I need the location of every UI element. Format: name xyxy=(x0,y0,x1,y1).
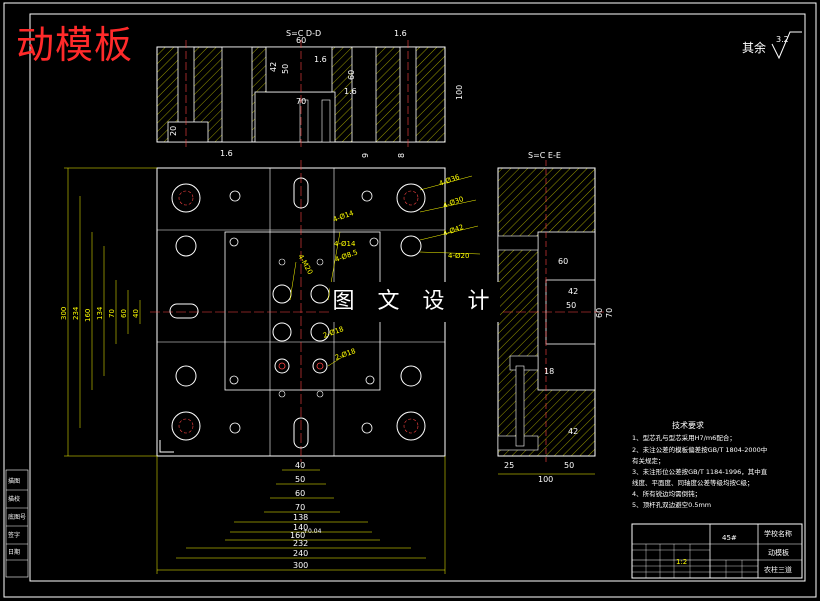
dim-label: 42 xyxy=(269,62,278,72)
tech-note-line: 3、未注形位公差按GB/T 1184-1996，其中直 xyxy=(632,467,768,476)
section-label-dd: S=C D-D xyxy=(286,29,321,38)
dim-label: 140 xyxy=(293,523,308,532)
callout-label: 4-Ø36 xyxy=(438,173,461,188)
roughness-mark: 1.6 xyxy=(220,149,233,158)
dim-label: 18 xyxy=(544,367,554,376)
dim-label: 9 xyxy=(361,153,370,158)
tech-notes-title: 技术要求 xyxy=(672,420,704,430)
roughness-symbol xyxy=(771,31,802,60)
roughness-value: 3.2 xyxy=(776,35,789,44)
dim-label: 70 xyxy=(108,309,116,318)
strip-label: 底图号 xyxy=(8,513,26,521)
material-text: 45# xyxy=(722,534,737,542)
dim-label: 160 xyxy=(84,309,92,322)
tech-note-line: 线度、平面度、同轴度公差等级均按C级； xyxy=(632,478,754,487)
strip-label: 描校 xyxy=(8,495,20,503)
tech-note-line: 5、顶杆孔双边避空0.5mm xyxy=(632,500,711,509)
part-name: 动模板 xyxy=(768,548,789,557)
dim-label: 232 xyxy=(293,539,308,548)
dim-tolerance: +0.04 xyxy=(303,528,322,535)
dim-label: 138 xyxy=(293,513,308,522)
tech-note-line: 有关规定； xyxy=(632,456,665,465)
school-name: 学校名称 xyxy=(764,529,792,538)
callout-label: 2-Ø18 xyxy=(322,325,345,340)
dim-label: 50 xyxy=(295,475,305,484)
bottom-dimensions xyxy=(156,456,446,574)
callout-label: 2-Ø18 xyxy=(334,347,357,362)
dim-label: 50 xyxy=(564,461,574,470)
section-label-ee: S=C E-E xyxy=(528,151,561,160)
dim-label: 60 xyxy=(347,70,356,80)
dim-label: 160 xyxy=(290,531,305,540)
top-section-view: S=C D-D 60 42 50 60 70 100 20 9 8 1.6 1.… xyxy=(156,29,464,158)
tech-note-line: 4、所有锐边均需倒钝； xyxy=(632,489,701,498)
callout-label: 4-M20 xyxy=(296,253,314,276)
dim-label: 240 xyxy=(293,549,308,558)
strip-label: 日期 xyxy=(8,548,20,556)
strip-label: 签字 xyxy=(8,531,20,539)
roughness-mark: 1.6 xyxy=(314,55,327,64)
strip-label: 描图 xyxy=(8,477,20,485)
dim-label: 60 xyxy=(120,309,128,318)
tech-note-line: 2、未注公差的模板偏差按GB/T 1804-2000中 xyxy=(632,445,767,454)
title-block: 45# 学校名称 动模板 1:2 农柱三道 xyxy=(631,523,803,579)
dim-label: 60 xyxy=(295,489,305,498)
dim-label: 70 xyxy=(296,97,306,106)
roughness-mark: 1.6 xyxy=(344,87,357,96)
dim-label: 20 xyxy=(169,126,178,136)
grade-text: 农柱三道 xyxy=(764,565,792,574)
dim-label: 60 xyxy=(595,308,604,318)
dim-label: 134 xyxy=(96,306,104,320)
dim-label: 40 xyxy=(132,309,140,318)
drawing-title: 动模板 xyxy=(16,23,134,67)
dim-label: 25 xyxy=(504,461,514,470)
dim-label: 70 xyxy=(605,308,614,318)
tech-note-line: 1、型芯孔与型芯采用H7/m6配合； xyxy=(632,433,736,442)
dim-label: 300 xyxy=(293,561,308,570)
dim-label: 300 xyxy=(60,307,68,320)
dim-label: 60 xyxy=(296,36,306,45)
technical-notes: 技术要求 1、型芯孔与型芯采用H7/m6配合； 2、未注公差的模板偏差按GB/T… xyxy=(632,420,768,509)
side-section-view: S=C E-E 60 42 50 60 70 18 42 25 50 100 xyxy=(490,151,614,484)
dim-label: 70 xyxy=(295,503,305,512)
dim-label: 100 xyxy=(538,475,553,484)
dim-label: 42 xyxy=(568,427,578,436)
callout-label: 4-Ø8.5 xyxy=(334,248,359,264)
inner-border xyxy=(29,13,806,582)
dim-label: 60 xyxy=(558,257,568,266)
roughness-mark: 1.6 xyxy=(394,29,407,38)
dim-label: 8 xyxy=(397,153,406,158)
left-dimensions xyxy=(64,167,157,457)
dim-label: 50 xyxy=(566,301,576,310)
dim-label: 100 xyxy=(455,85,464,100)
callout-label: 4-Ø14 xyxy=(334,240,356,248)
dim-label: 50 xyxy=(281,64,290,74)
left-strip: 描图 描校 底图号 签字 日期 xyxy=(5,469,29,578)
dim-label: 234 xyxy=(72,306,80,320)
roughness-label: 其余 xyxy=(742,40,766,55)
outer-border xyxy=(3,2,817,598)
callout-label: 4-Ø20 xyxy=(448,252,469,260)
callout-label: 4-Ø14 xyxy=(332,209,355,224)
dim-label: 42 xyxy=(568,287,578,296)
dim-label: 40 xyxy=(295,461,305,470)
watermark-text: 图 文 设 计 xyxy=(330,282,500,322)
scale-text: 1:2 xyxy=(676,558,687,566)
